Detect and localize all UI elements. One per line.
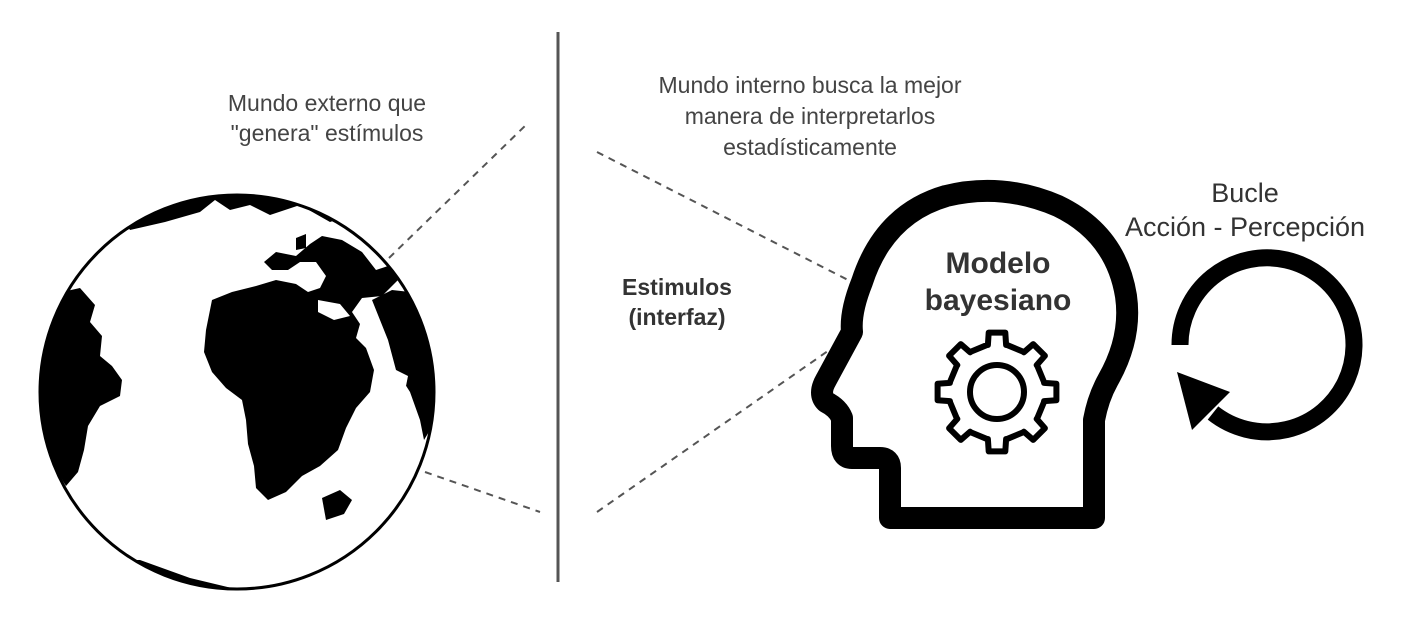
stimuli-caption: Estimulos (interfaz)	[592, 272, 762, 332]
head-profile-icon	[811, 179, 1139, 529]
loop-caption-line-1: Bucle	[1211, 178, 1279, 208]
dash-line-external-top	[388, 123, 528, 259]
dash-line-internal-bottom	[596, 329, 859, 513]
internal-caption-line-2: manera de interpretarlos	[684, 103, 936, 129]
cycle-arrow-icon	[1171, 249, 1363, 441]
model-caption-line-2: bayesiano	[924, 284, 1072, 317]
loop-caption: Bucle Acción - Percepción	[1100, 176, 1390, 244]
stimuli-caption-line-1: Estimulos	[622, 274, 732, 300]
external-caption-line-1: Mundo externo que	[227, 90, 427, 116]
internal-world-caption: Mundo interno busca la mejor manera de i…	[600, 70, 1020, 163]
internal-caption-line-1: Mundo interno busca la mejor	[658, 72, 962, 98]
gear-icon	[934, 329, 1060, 455]
model-caption-line-1: Modelo	[945, 247, 1051, 280]
globe-icon	[38, 193, 436, 591]
dash-line-external-bottom	[424, 471, 541, 513]
dashed-connectors	[388, 123, 859, 513]
model-caption: Modelo bayesiano	[900, 245, 1096, 319]
loop-caption-line-2: Acción - Percepción	[1124, 212, 1366, 242]
internal-caption-line-3: estadísticamente	[723, 134, 897, 160]
external-caption-line-2: "genera" estímulos	[230, 120, 424, 146]
external-world-caption: Mundo externo que "genera" estímulos	[180, 88, 474, 148]
stimuli-caption-line-2: (interfaz)	[628, 304, 726, 330]
dash-line-internal-top	[596, 151, 853, 283]
